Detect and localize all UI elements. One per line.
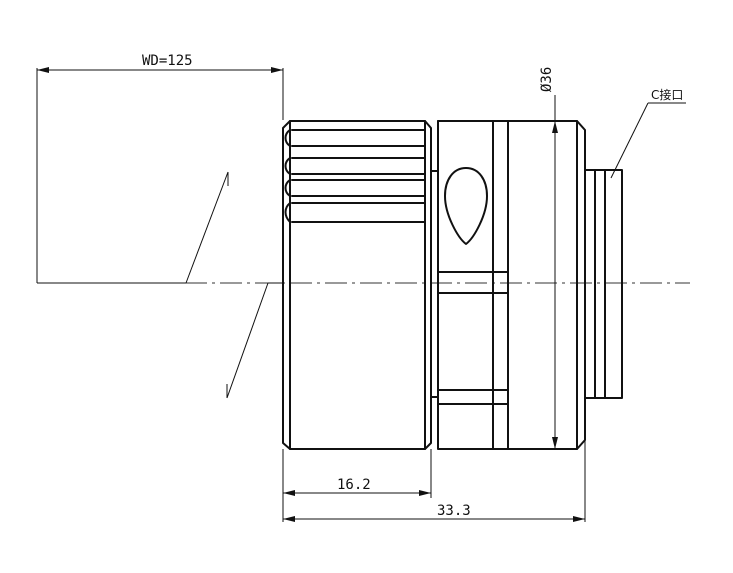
diameter-label: Ø36: [539, 67, 555, 92]
extension-lines: [282, 440, 586, 522]
front-length-label: 16.2: [337, 477, 371, 493]
grip-ridges: [284, 129, 426, 223]
front-barrel: [282, 120, 432, 450]
working-distance-bracket: [36, 68, 284, 399]
rear-body: [507, 120, 586, 450]
spacer-ring: [430, 170, 439, 398]
mount-label: C接口: [651, 87, 683, 102]
c-mount-thread: [584, 169, 623, 399]
lock-screw: [444, 167, 488, 245]
wd-label: WD=125: [142, 53, 193, 69]
total-length-label: 33.3: [437, 503, 471, 519]
diameter-dimension: [552, 95, 558, 449]
front-length-dimension: [283, 490, 431, 496]
mount-leader: [610, 102, 686, 179]
wd-dimension: [37, 67, 283, 73]
total-length-dimension: [283, 516, 585, 522]
